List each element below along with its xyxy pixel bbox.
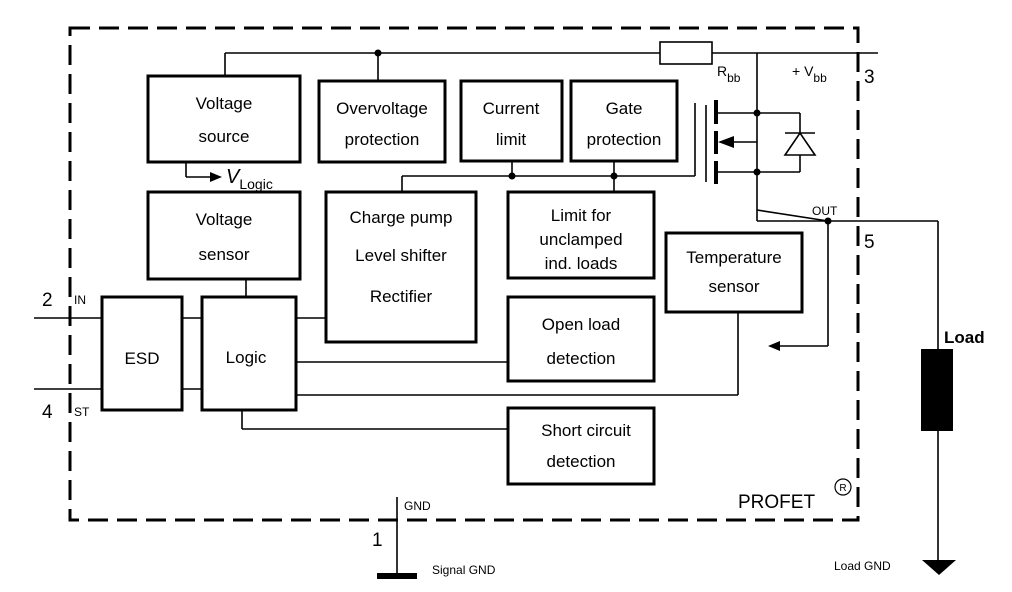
signal-gnd-label: Signal GND xyxy=(432,563,496,577)
temperature-sensor-line1: Temperature xyxy=(686,248,781,267)
open-load-block: Open load detection xyxy=(506,295,656,383)
voltage-source-line2: source xyxy=(198,127,249,146)
voltage-sensor-line1: Voltage xyxy=(196,210,253,229)
charge-pump-block: Charge pump Level shifter Rectifier xyxy=(324,190,478,344)
temperature-sensor-line2: sensor xyxy=(708,277,759,296)
charge-pump-line1: Charge pump xyxy=(349,208,452,227)
open-load-line1: Open load xyxy=(542,315,620,334)
load-resistor xyxy=(921,349,953,431)
profet-logo-text: PROFET xyxy=(738,492,815,513)
voltage-sensor-block: Voltage sensor xyxy=(146,190,302,281)
temperature-sensor-block: Temperature sensor xyxy=(664,231,804,314)
limit-unclamped-block: Limit for unclamped ind. loads xyxy=(506,190,656,280)
short-circuit-line2: detection xyxy=(547,452,616,471)
wiring xyxy=(34,52,939,575)
freewheeling-diode-symbol xyxy=(783,131,817,156)
st-label: ST xyxy=(74,405,90,419)
pin-5-number: 5 xyxy=(864,232,875,253)
pin-3-number: 3 xyxy=(864,67,875,88)
esd-block: ESD xyxy=(100,295,184,412)
short-circuit-block: Short circuit detection xyxy=(506,406,656,486)
charge-pump-line3: Rectifier xyxy=(370,287,433,306)
gate-protection-block: Gate protection xyxy=(569,79,679,163)
voltage-source-block: Voltage source xyxy=(146,74,302,164)
junction-dots xyxy=(374,49,832,225)
pin-4-number: 4 xyxy=(42,402,53,423)
limit-unclamped-line3: ind. loads xyxy=(545,254,618,273)
charge-pump-line2: Level shifter xyxy=(355,246,447,265)
v-logic-arrow-head xyxy=(210,172,222,182)
registered-mark: R xyxy=(834,478,852,496)
gate-protection-line1: Gate xyxy=(606,99,643,118)
esd-label: ESD xyxy=(125,349,160,368)
gate-protection-line2: protection xyxy=(587,130,662,149)
v-logic-label: VLogic xyxy=(226,166,273,192)
pin-2-number: 2 xyxy=(42,290,53,311)
vbb-label: + Vbb xyxy=(792,63,827,85)
short-circuit-line1: Short circuit xyxy=(541,421,631,440)
load-gnd-symbol xyxy=(922,560,956,575)
rbb-resistor xyxy=(659,41,713,65)
logic-block: Logic xyxy=(200,295,298,412)
limit-unclamped-line2: unclamped xyxy=(539,230,622,249)
load-gnd-label: Load GND xyxy=(834,559,891,573)
out-sense-arrow-head xyxy=(768,341,780,351)
voltage-sensor-line2: sensor xyxy=(198,245,249,264)
current-limit-line2: limit xyxy=(496,130,526,149)
overvoltage-line1: Overvoltage xyxy=(336,99,428,118)
gnd-label: GND xyxy=(404,499,431,513)
current-limit-block: Current limit xyxy=(459,79,564,163)
power-mosfet-symbol xyxy=(705,100,734,184)
out-label: OUT xyxy=(812,204,838,218)
in-label: IN xyxy=(74,293,86,307)
current-limit-line1: Current xyxy=(483,99,540,118)
signal-gnd-symbol xyxy=(377,573,417,579)
load-label: Load xyxy=(944,328,985,347)
registered-mark-letter: R xyxy=(839,483,846,494)
pin-1-number: 1 xyxy=(372,530,383,551)
rbb-label: Rbb xyxy=(717,63,741,85)
overvoltage-line2: protection xyxy=(345,130,420,149)
overvoltage-protection-block: Overvoltage protection xyxy=(317,79,447,164)
chip-boundary xyxy=(68,26,860,522)
open-load-line2: detection xyxy=(547,349,616,368)
logic-label: Logic xyxy=(226,348,267,367)
limit-unclamped-line1: Limit for xyxy=(551,206,612,225)
voltage-source-line1: Voltage xyxy=(196,94,253,113)
